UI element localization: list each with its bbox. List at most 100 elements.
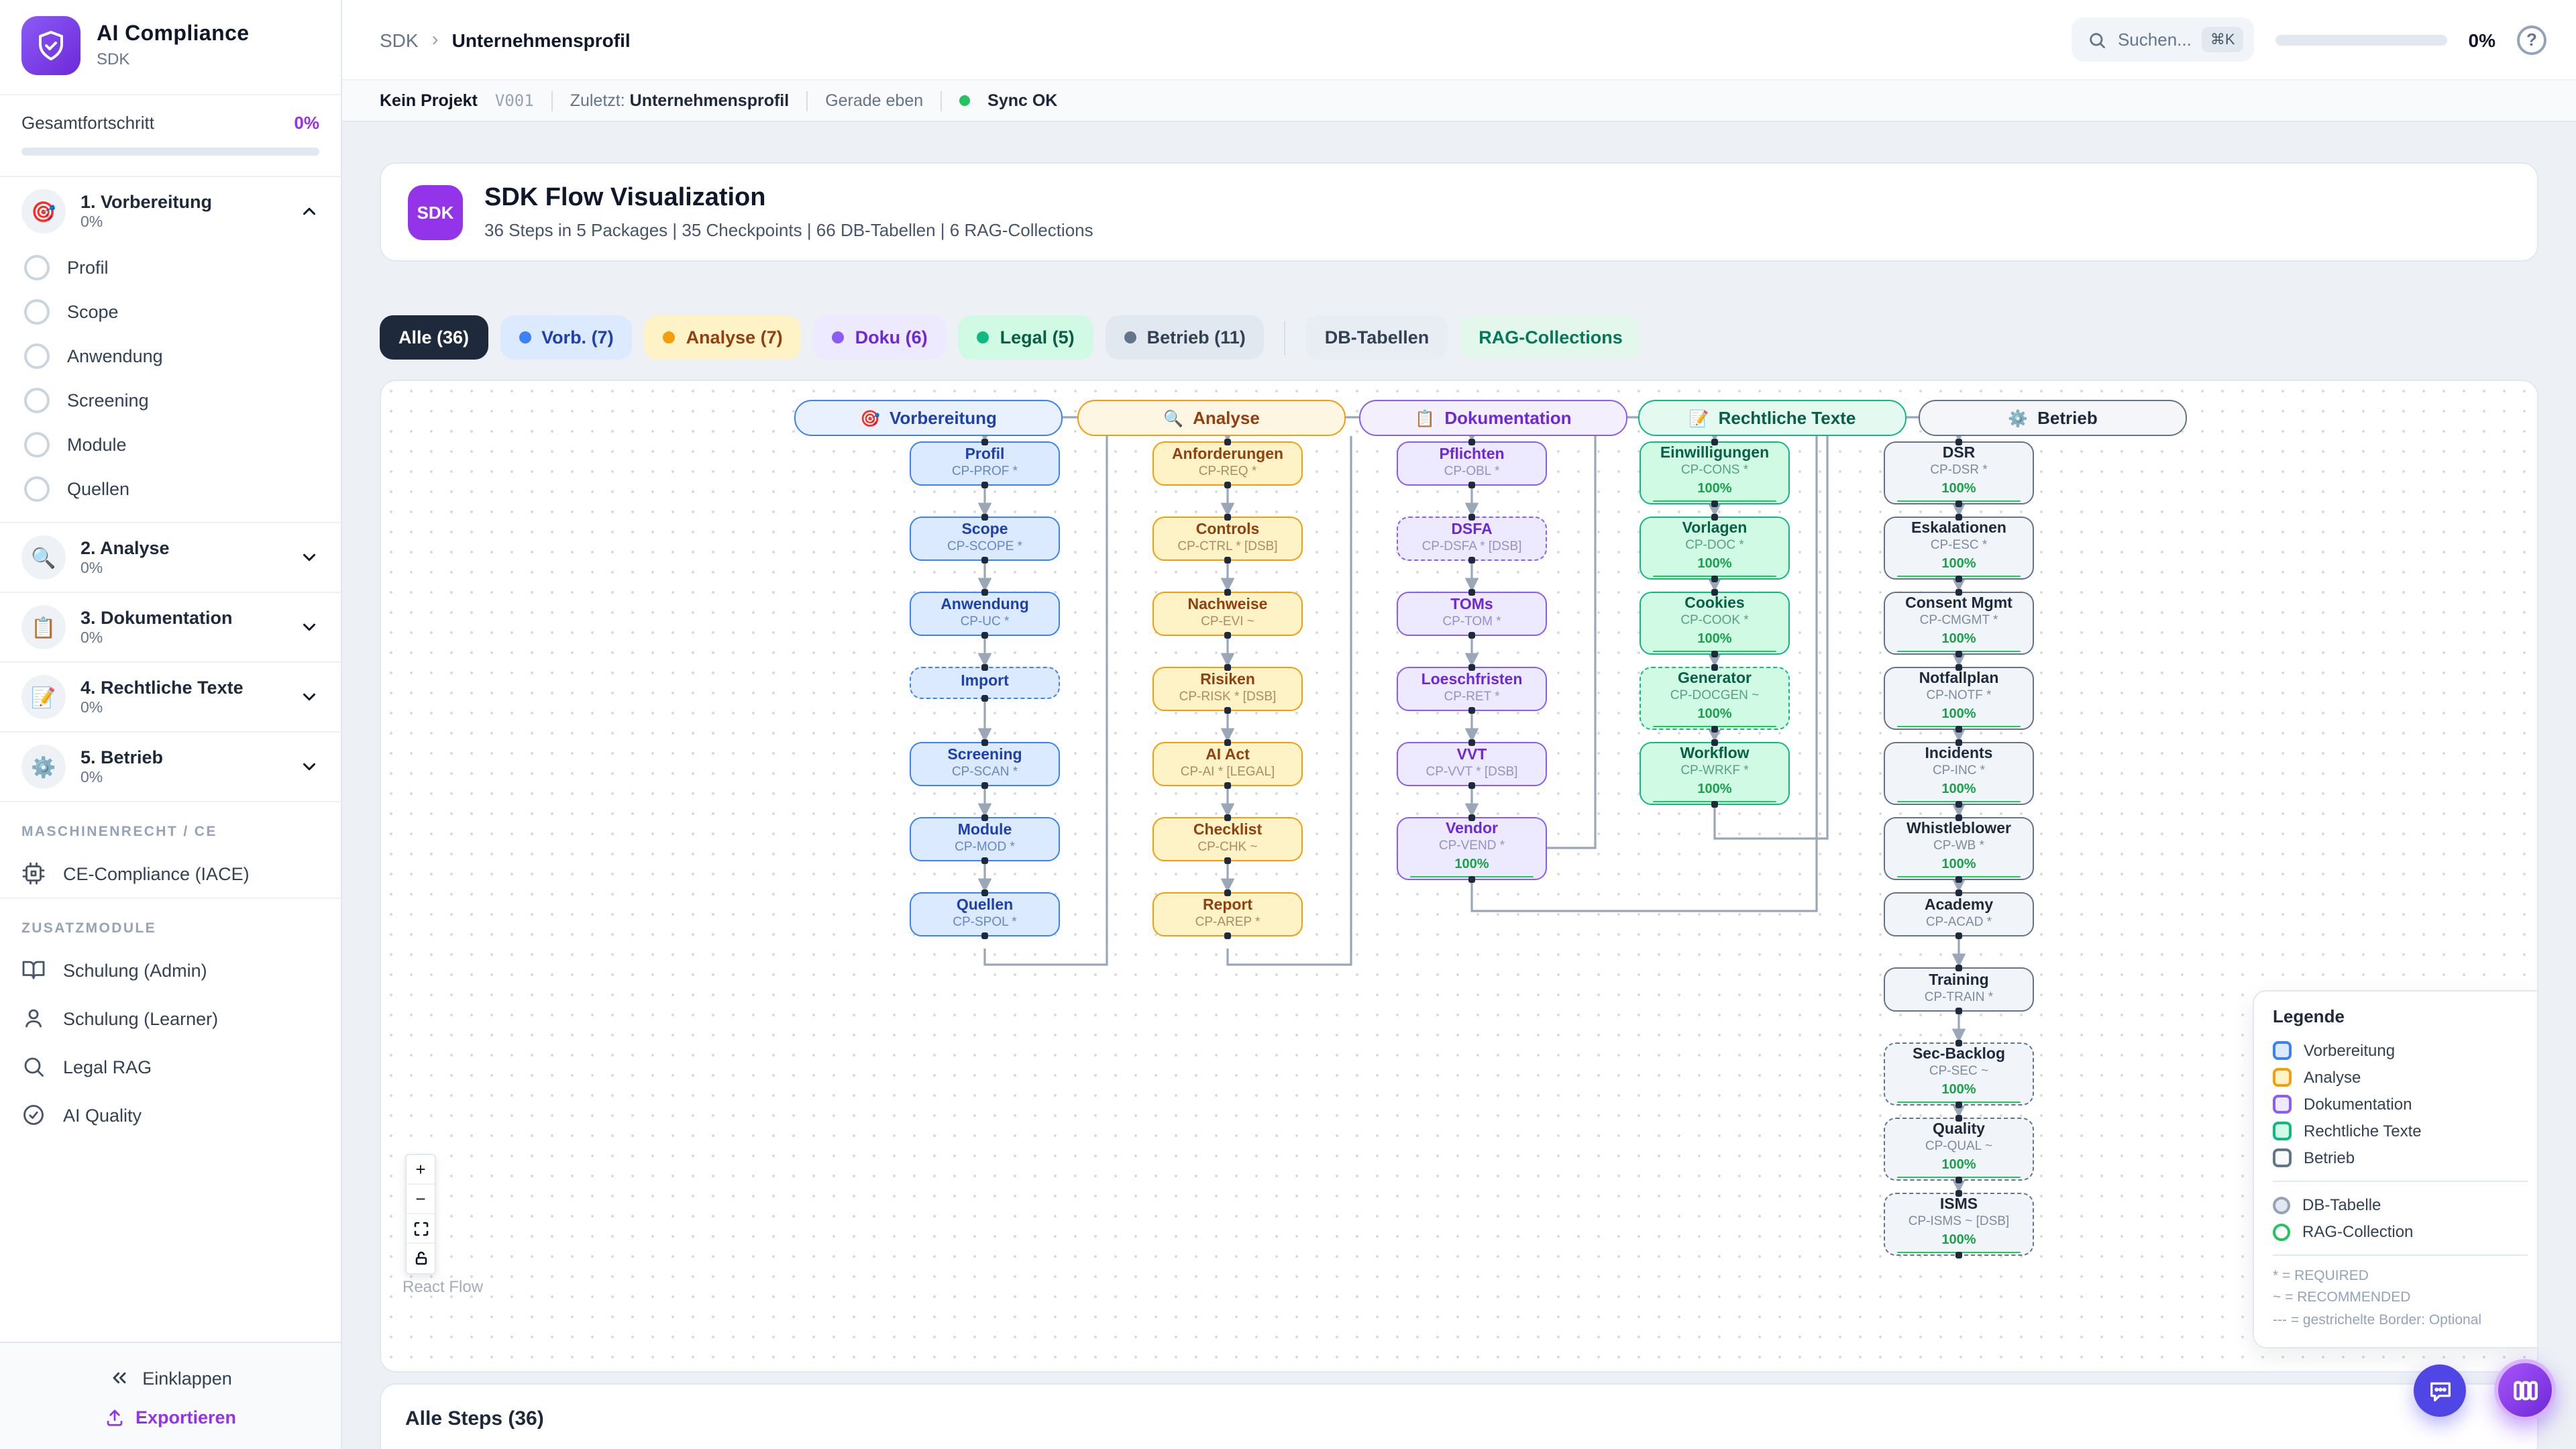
step-status-circle-icon: [24, 388, 50, 413]
flow-node-import[interactable]: Import: [910, 667, 1060, 699]
filter-chip-analyse[interactable]: Analyse (7): [644, 315, 802, 360]
chevron-up-icon[interactable]: [299, 201, 319, 221]
package-header-vorbereitung[interactable]: 🎯Vorbereitung: [794, 400, 1063, 436]
fit-view-button[interactable]: [407, 1214, 435, 1244]
chevron-down-icon[interactable]: [299, 687, 319, 707]
sidebar-item-module[interactable]: Module: [0, 423, 341, 467]
package-header-betrieb[interactable]: ⚙️Betrieb: [1919, 400, 2187, 436]
step-status-circle-icon: [24, 476, 50, 502]
chevron-down-icon[interactable]: [299, 547, 319, 568]
filter-chip-doku[interactable]: Doku (6): [813, 315, 947, 360]
sidebar-module-item[interactable]: AI Quality: [0, 1091, 341, 1139]
search-input[interactable]: Suchen... ⌘K: [2072, 17, 2254, 62]
filter-chip-alle[interactable]: Alle (36): [380, 315, 488, 360]
filter-chip-betrieb[interactable]: Betrieb (11): [1105, 315, 1265, 360]
sidebar-item-quellen[interactable]: Quellen: [0, 467, 341, 511]
node-code: CP-REQ *: [1198, 464, 1257, 480]
package-header-analyse[interactable]: 🔍Analyse: [1077, 400, 1346, 436]
sidebar-item-profil[interactable]: Profil: [0, 246, 341, 290]
sidebar-item-anwendung[interactable]: Anwendung: [0, 334, 341, 378]
breadcrumb-root[interactable]: SDK: [380, 29, 419, 50]
sidebar-module-item[interactable]: Schulung (Admin): [0, 946, 341, 994]
filter-chip-vorb[interactable]: Vorb. (7): [500, 315, 633, 360]
chevron-down-icon[interactable]: [299, 617, 319, 637]
sidebar-module-item[interactable]: Schulung (Learner): [0, 994, 341, 1042]
zoom-in-button[interactable]: +: [407, 1155, 435, 1185]
sidebar-module-item[interactable]: CE-Compliance (IACE): [0, 849, 341, 898]
node-code: CP-DSR *: [1930, 463, 1988, 478]
zoom-out-button[interactable]: −: [407, 1185, 435, 1214]
section-progress: 0%: [80, 215, 103, 231]
sidebar-module-label: AI Quality: [63, 1105, 142, 1125]
export-button[interactable]: Exportieren: [21, 1397, 319, 1428]
package-header-dokumentation[interactable]: 📋Dokumentation: [1359, 400, 1627, 436]
filter-chip-legal[interactable]: Legal (5): [958, 315, 1093, 360]
node-code: CP-ISMS ~ [DSB]: [1908, 1214, 2010, 1230]
collapse-sidebar-button[interactable]: Einklappen: [21, 1359, 319, 1397]
react-flow-attribution[interactable]: React Flow: [402, 1277, 484, 1296]
page-subtitle: 36 Steps in 5 Packages | 35 Checkpoints …: [484, 220, 1093, 240]
lock-toggle-button[interactable]: [407, 1244, 435, 1273]
node-code: CP-RISK * [DSB]: [1179, 690, 1277, 705]
columns-fab-button[interactable]: [2494, 1359, 2556, 1421]
legend-item-db-tabelle: DB-Tabelle: [2273, 1191, 2528, 1218]
node-progress-value: 100%: [1454, 857, 1489, 872]
section-title: 4. Rechtliche Texte: [80, 678, 244, 698]
node-title: Checklist: [1193, 822, 1263, 839]
package-header-rechtliche-texte[interactable]: 📝Rechtliche Texte: [1638, 400, 1907, 436]
sidebar-module-item[interactable]: Legal RAG: [0, 1042, 341, 1091]
filter-chip-db-tabellen[interactable]: DB-Tabellen: [1305, 315, 1448, 360]
filter-chip-rag-collections[interactable]: RAG-Collections: [1460, 315, 1642, 360]
sidebar-item-scope[interactable]: Scope: [0, 290, 341, 334]
chevron-down-icon[interactable]: [299, 757, 319, 777]
help-icon[interactable]: ?: [2517, 25, 2546, 54]
sidebar-item-screening[interactable]: Screening: [0, 378, 341, 423]
chat-fab-button[interactable]: [2414, 1364, 2466, 1417]
